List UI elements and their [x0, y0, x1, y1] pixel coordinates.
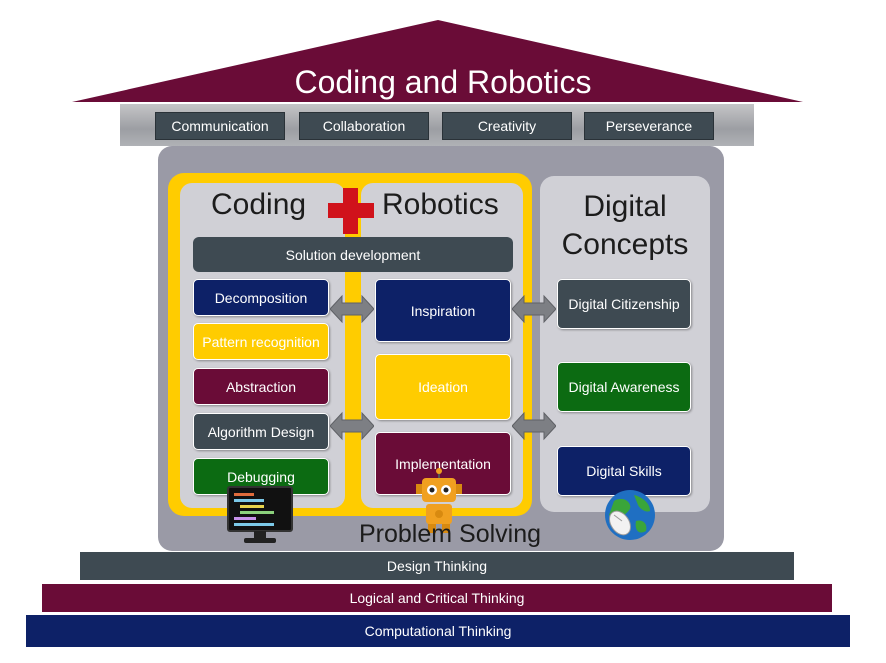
step-abstraction: Abstraction	[193, 368, 329, 405]
digital-concepts-title: Digital Concepts	[561, 190, 689, 261]
computer-monitor-icon	[227, 486, 293, 543]
step-ideation: Ideation	[375, 354, 511, 420]
double-arrow-icon	[330, 411, 374, 441]
step-decomposition: Decomposition	[193, 279, 329, 316]
step-inspiration: Inspiration	[375, 279, 511, 342]
solution-development-bar: Solution development	[193, 237, 513, 272]
double-arrow-icon	[512, 411, 556, 441]
digital-citizenship: Digital Citizenship	[557, 279, 691, 329]
tier-design-thinking: Design Thinking	[80, 552, 794, 580]
skill-communication: Communication	[155, 112, 285, 140]
problem-solving-label: Problem Solving	[358, 520, 542, 548]
roof	[72, 20, 803, 102]
plus-icon	[328, 188, 374, 234]
step-algorithm-design: Algorithm Design	[193, 413, 329, 450]
digital-awareness: Digital Awareness	[557, 362, 691, 412]
skill-creativity: Creativity	[442, 112, 572, 140]
double-arrow-icon	[330, 294, 374, 324]
tier-computational-thinking: Computational Thinking	[26, 615, 850, 647]
globe-mouse-icon	[605, 490, 655, 540]
double-arrow-icon	[512, 294, 556, 324]
coding-title: Coding	[211, 188, 307, 221]
robotics-title: Robotics	[382, 188, 499, 221]
page-title: Coding and Robotics	[294, 63, 592, 100]
skill-perseverance: Perseverance	[584, 112, 714, 140]
step-pattern-recognition: Pattern recognition	[193, 323, 329, 360]
tier-logical-critical-thinking: Logical and Critical Thinking	[42, 584, 832, 612]
skill-collaboration: Collaboration	[299, 112, 429, 140]
robot-icon	[416, 468, 462, 533]
